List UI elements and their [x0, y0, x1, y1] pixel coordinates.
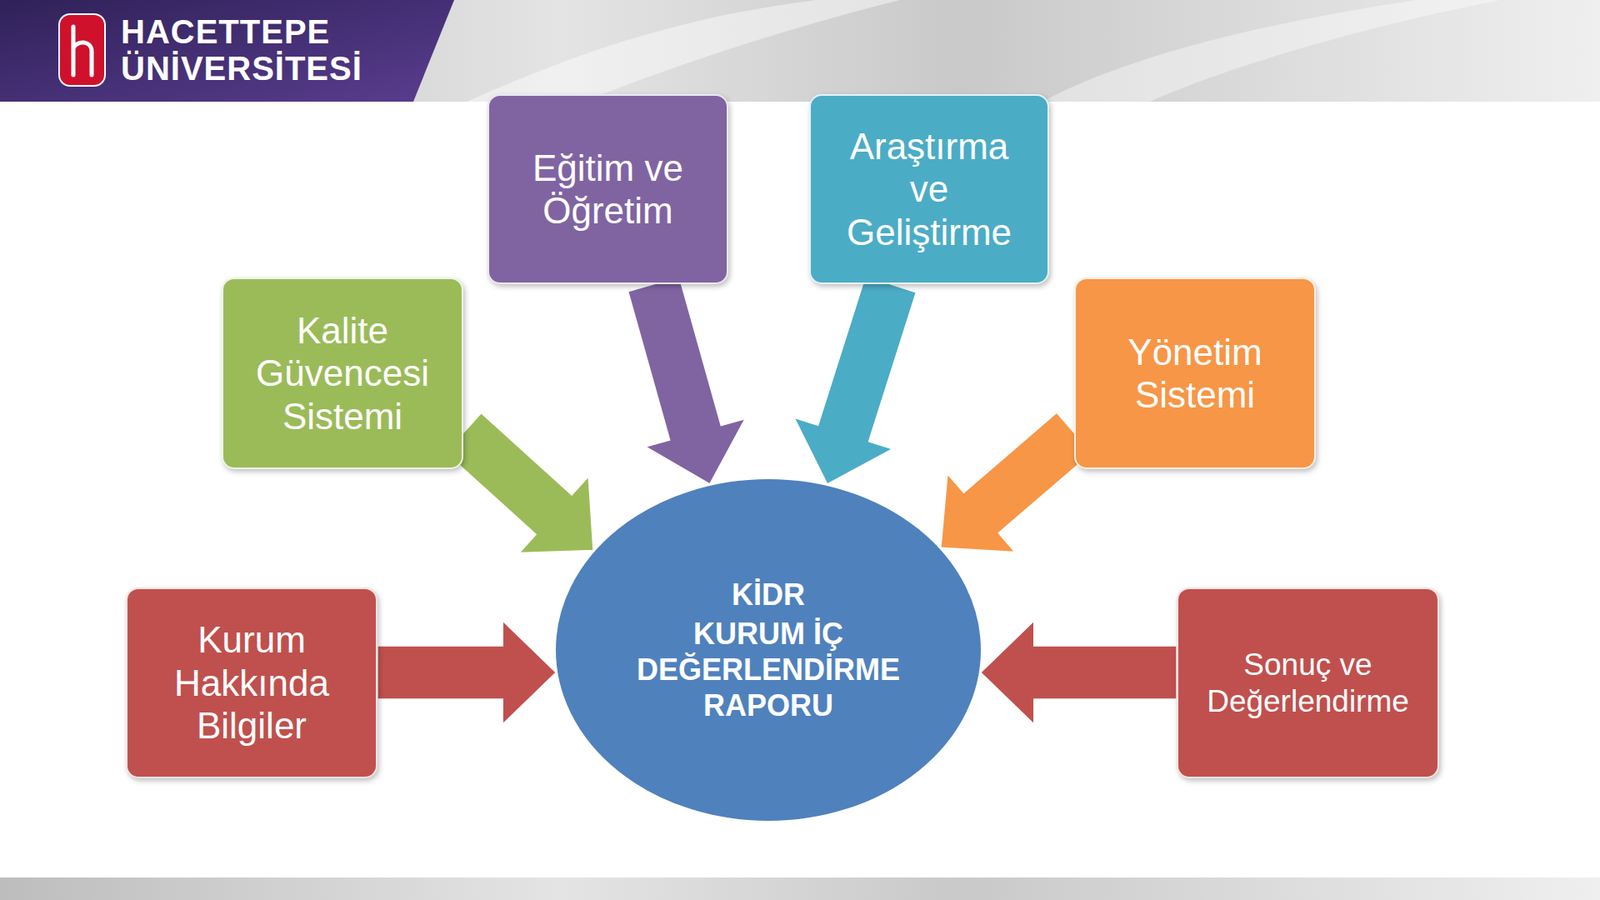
block-arrow [445, 413, 595, 554]
logo-text: ÜNİVERSİTESİ [120, 50, 363, 88]
node-label: Sonuç ve Değerlendirme [1183, 646, 1434, 720]
node-label: Yönetim Sistemi [1082, 330, 1308, 417]
ribbon-highlight [466, 0, 900, 102]
node-label: Eğitim ve Öğretim [500, 146, 717, 233]
block-arrow [940, 412, 1092, 552]
header-band [0, 0, 455, 102]
process-box: Araştırma ve Geliştirme [809, 94, 1050, 285]
footer-strip [0, 877, 1600, 900]
ribbon-highlight [1041, 0, 1500, 102]
report-ellipse: KİDRKURUM İÇ DEĞERLENDİRME RAPORU [554, 477, 983, 823]
node-label: Kurum Hakkında Bilgiler [133, 618, 371, 747]
logo-text: HACETTEPE [120, 13, 330, 51]
block-arrow [794, 275, 916, 485]
process-box: Eğitim ve Öğretim [487, 94, 729, 285]
node-heading: KİDR [731, 576, 805, 613]
process-box: Kalite Güvencesi Sistemi [221, 277, 464, 470]
node-label: Araştırma ve Geliştirme [833, 125, 1025, 254]
header-photo-strip [0, 0, 1600, 102]
ellipse-fill [555, 478, 982, 822]
process-box: Kurum Hakkında Bilgiler [125, 587, 378, 779]
node-label: Kalite Güvencesi Sistemi [230, 309, 455, 438]
block-arrow [377, 620, 556, 725]
logo-symbol [73, 26, 92, 75]
node-body: KURUM İÇ DEĞERLENDİRME RAPORU [614, 615, 923, 725]
block-arrow [628, 276, 746, 485]
block-arrow [980, 620, 1177, 725]
process-box: Yönetim Sistemi [1074, 277, 1316, 470]
logo-badge [59, 14, 105, 86]
process-box: Sonuç ve Değerlendirme [1176, 587, 1440, 779]
